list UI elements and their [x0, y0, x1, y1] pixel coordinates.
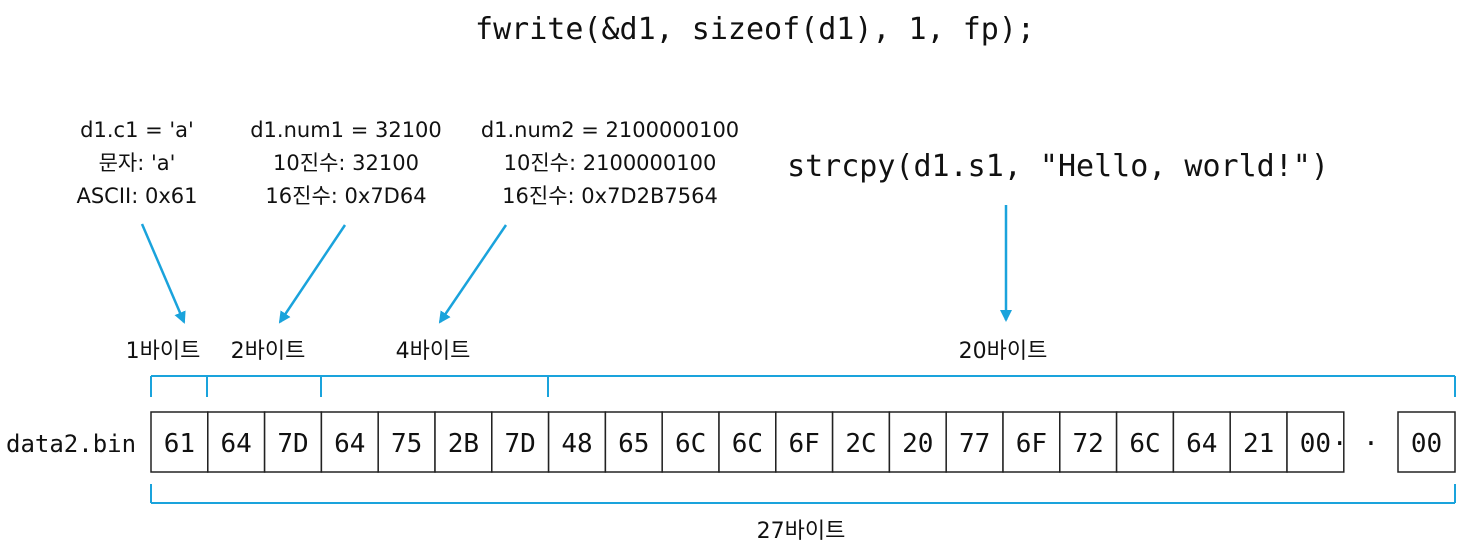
c1-char-text: 문자: 'a' — [99, 151, 176, 175]
byte-cell-box — [434, 411, 493, 473]
byte-cell-box — [1002, 411, 1061, 473]
byte-value: 20 — [902, 429, 933, 459]
byte-cell: 6C — [661, 411, 720, 473]
byte-value: 00 — [1300, 429, 1331, 459]
field-c1-info: d1.c1 = 'a' 문자: 'a' ASCII: 0x61 — [76, 118, 197, 208]
c1-assign-text: d1.c1 = 'a' — [80, 118, 194, 142]
c1-arrow-icon — [140, 223, 186, 324]
byte-cell: 64 — [207, 411, 266, 473]
num2-size-label: 4바이트 — [396, 339, 471, 364]
byte-cell-box — [831, 411, 891, 473]
byte-cell: 2C — [831, 411, 891, 473]
byte-value: 65 — [618, 429, 649, 459]
byte-cell-box — [1059, 411, 1118, 473]
byte-value: 64 — [1186, 429, 1217, 459]
byte-value: 48 — [561, 429, 592, 459]
byte-cell: 75 — [377, 411, 436, 473]
file-name-label: data2.bin — [6, 430, 136, 458]
byte-value: 7D — [505, 429, 536, 459]
segment-bracket — [150, 375, 1456, 397]
num1-hex-text: 16진수: 0x7D64 — [265, 184, 426, 208]
byte-cells: 61 64 7D 64 75 2B 7D 48 65 6C 6C 6F 2C 20 77 6F 72 6C 64 21… — [150, 411, 1345, 473]
c1-ascii-text: ASCII: 0x61 — [76, 184, 197, 208]
byte-value: 64 — [221, 429, 252, 459]
byte-value: 6C — [1129, 429, 1160, 459]
byte-cell: 6F — [775, 411, 834, 473]
byte-cell-box — [377, 411, 436, 473]
byte-value: 75 — [391, 429, 422, 459]
field-num1-info: d1.num1 = 32100 10진수: 32100 16진수: 0x7D64 — [250, 118, 442, 208]
byte-value: 77 — [959, 429, 990, 459]
byte-cell-box — [1286, 411, 1345, 473]
byte-cell-box — [1229, 411, 1288, 473]
byte-cell: 21 — [1229, 411, 1288, 473]
byte-cell: 6C — [718, 411, 777, 473]
byte-cell: 20 — [888, 411, 947, 473]
num2-decimal-text: 10진수: 2100000100 — [504, 151, 717, 175]
total-bracket — [150, 484, 1456, 504]
num1-size-label: 2바이트 — [231, 339, 306, 364]
fwrite-call: fwrite(&d1, sizeof(d1), 1, fp); — [475, 12, 1035, 47]
byte-cell-box — [718, 411, 777, 473]
num2-assign-text: d1.num2 = 2100000100 — [481, 118, 739, 142]
byte-value: 6C — [732, 429, 763, 459]
byte-cell: 64 — [1172, 411, 1231, 473]
byte-cell-box — [150, 411, 209, 473]
total-size-label: 27바이트 — [757, 519, 846, 544]
byte-value: 61 — [164, 429, 195, 459]
byte-cell: 72 — [1059, 411, 1118, 473]
byte-cell: 7D — [491, 411, 550, 473]
byte-cell: 77 — [945, 411, 1004, 473]
byte-value: 6C — [675, 429, 706, 459]
byte-cell: 61 — [150, 411, 209, 473]
field-num2-info: d1.num2 = 2100000100 10진수: 2100000100 16… — [481, 118, 739, 208]
byte-cell: 48 — [547, 411, 607, 473]
byte-cell: 6F — [1002, 411, 1061, 473]
byte-value: 72 — [1073, 429, 1104, 459]
num2-hex-text: 16진수: 0x7D2B7564 — [502, 184, 718, 208]
byte-cell-box — [888, 411, 947, 473]
byte-cell: 65 — [604, 411, 663, 473]
strcpy-call: strcpy(d1.s1, "Hello, world!") — [787, 149, 1329, 184]
byte-cell: 6C — [1115, 411, 1175, 473]
num2-arrow-icon — [438, 224, 508, 324]
byte-value: 64 — [334, 429, 365, 459]
byte-cell-box — [604, 411, 663, 473]
byte-cell: 7D — [263, 411, 323, 473]
byte-ellipsis: · · · — [1332, 429, 1410, 459]
byte-cell: 00 — [1286, 411, 1345, 473]
last-byte-value: 00 — [1411, 429, 1442, 459]
c1-size-label: 1바이트 — [126, 339, 201, 364]
byte-cell-box — [263, 411, 323, 473]
byte-value: 6F — [789, 429, 820, 459]
num1-assign-text: d1.num1 = 32100 — [250, 118, 442, 142]
byte-value: 2C — [845, 429, 876, 459]
byte-cell-box — [320, 411, 379, 473]
byte-value: 6F — [1016, 429, 1047, 459]
num1-decimal-text: 10진수: 32100 — [273, 151, 419, 175]
byte-cell: 2B — [434, 411, 493, 473]
num1-arrow-icon — [278, 224, 347, 324]
byte-value: 2B — [448, 429, 479, 459]
byte-value: 21 — [1243, 429, 1274, 459]
last-byte-cell: 00 — [1397, 411, 1456, 473]
byte-value: 7D — [277, 429, 308, 459]
s1-size-label: 20바이트 — [959, 339, 1048, 364]
byte-cell: 64 — [320, 411, 379, 473]
byte-cell-box — [1172, 411, 1231, 473]
byte-cell-box — [207, 411, 266, 473]
